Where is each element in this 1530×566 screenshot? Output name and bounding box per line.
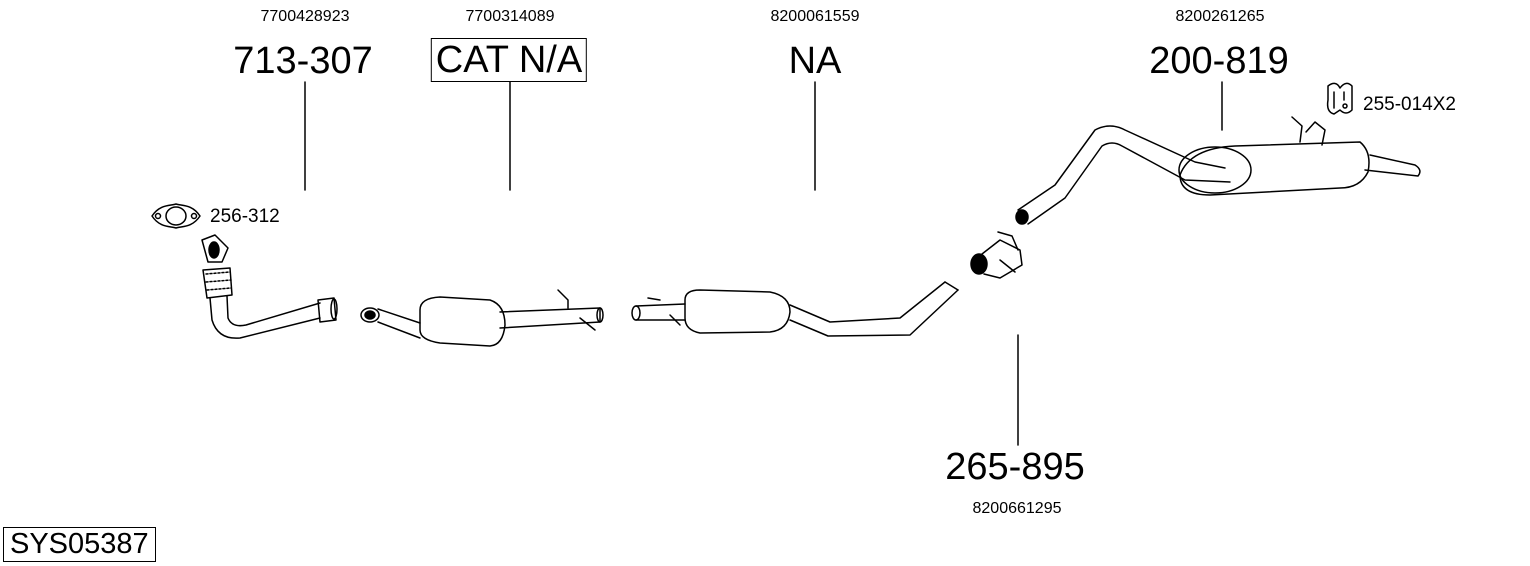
oem-number-centre-silencer: 8200061559 [770, 8, 860, 25]
connector-clamp-drawing [970, 231, 1023, 279]
oem-number-connector-clamp: 8200661295 [972, 500, 1062, 517]
rear-silencer-drawing [1015, 116, 1421, 225]
gasket-icon [151, 203, 201, 229]
rubber-hanger-icon [1326, 82, 1353, 115]
part-number-centre-silencer: NA [788, 40, 842, 82]
part-number-hanger: 255-014X2 [1363, 94, 1456, 115]
oem-number-front-pipe: 7700428923 [260, 8, 350, 25]
front-pipe-drawing [201, 234, 338, 339]
oem-number-catalytic-converter: 7700314089 [465, 8, 555, 25]
oem-number-rear-silencer: 8200261265 [1175, 8, 1265, 25]
part-number-gasket: 256-312 [210, 206, 280, 227]
part-number-catalytic-converter: CAT N/A [430, 38, 588, 82]
centre-silencer-drawing [631, 281, 959, 337]
part-number-connector-clamp: 265-895 [945, 446, 1085, 488]
part-number-rear-silencer: 200-819 [1149, 40, 1289, 82]
part-number-front-pipe: 713-307 [233, 40, 373, 82]
catalytic-converter-drawing [360, 289, 604, 347]
leader-lines [304, 81, 1223, 446]
diagram-id: SYS05387 [3, 527, 156, 562]
